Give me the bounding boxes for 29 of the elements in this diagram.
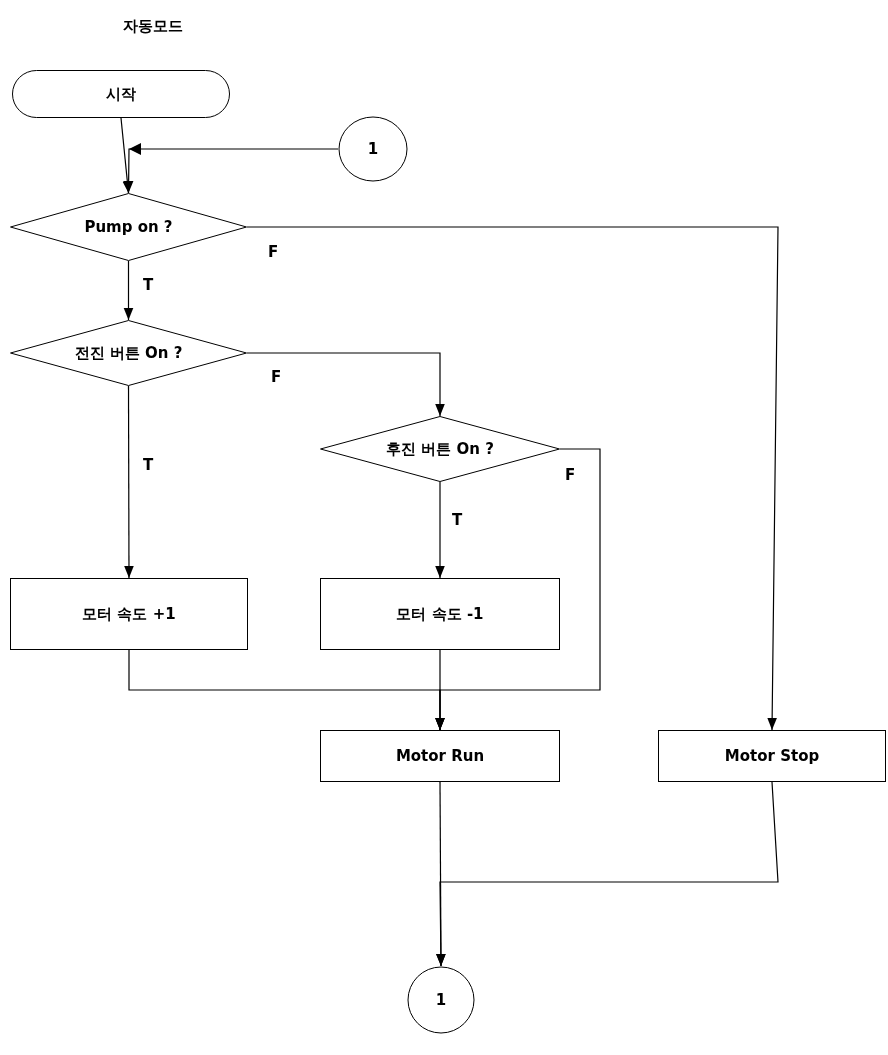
decision-diamond bbox=[320, 416, 560, 482]
node-label: 1 bbox=[367, 140, 379, 158]
arrow bbox=[124, 385, 134, 579]
arrow bbox=[435, 649, 445, 731]
node-label: Motor Run bbox=[395, 747, 485, 765]
arrow bbox=[123, 143, 339, 194]
node-label: 시작 bbox=[106, 84, 136, 104]
process-box bbox=[658, 730, 886, 782]
process-box bbox=[10, 578, 248, 650]
arrow bbox=[435, 481, 445, 579]
connector-circle bbox=[338, 116, 408, 182]
arrow bbox=[246, 352, 445, 417]
terminal-shape bbox=[12, 70, 230, 118]
arrow bbox=[123, 260, 134, 321]
decision-diamond bbox=[10, 320, 247, 386]
process-box bbox=[320, 730, 560, 782]
decision-diamond bbox=[10, 193, 247, 261]
node-label: Motor Stop bbox=[724, 747, 820, 765]
node-label: 모터 속도 +1 bbox=[82, 604, 176, 624]
diagram-title: 자동모드 bbox=[123, 17, 183, 36]
node-label: 전진 버튼 On ? bbox=[74, 343, 183, 363]
connector-circle bbox=[407, 966, 475, 1034]
node-label: Pump on ? bbox=[84, 218, 173, 236]
node-label: 1 bbox=[435, 991, 447, 1009]
arrow bbox=[246, 226, 779, 731]
node-label: 후진 버튼 On ? bbox=[386, 439, 494, 459]
process-box bbox=[320, 578, 560, 650]
node-label: 모터 속도 -1 bbox=[396, 604, 484, 624]
arrow bbox=[436, 781, 779, 967]
